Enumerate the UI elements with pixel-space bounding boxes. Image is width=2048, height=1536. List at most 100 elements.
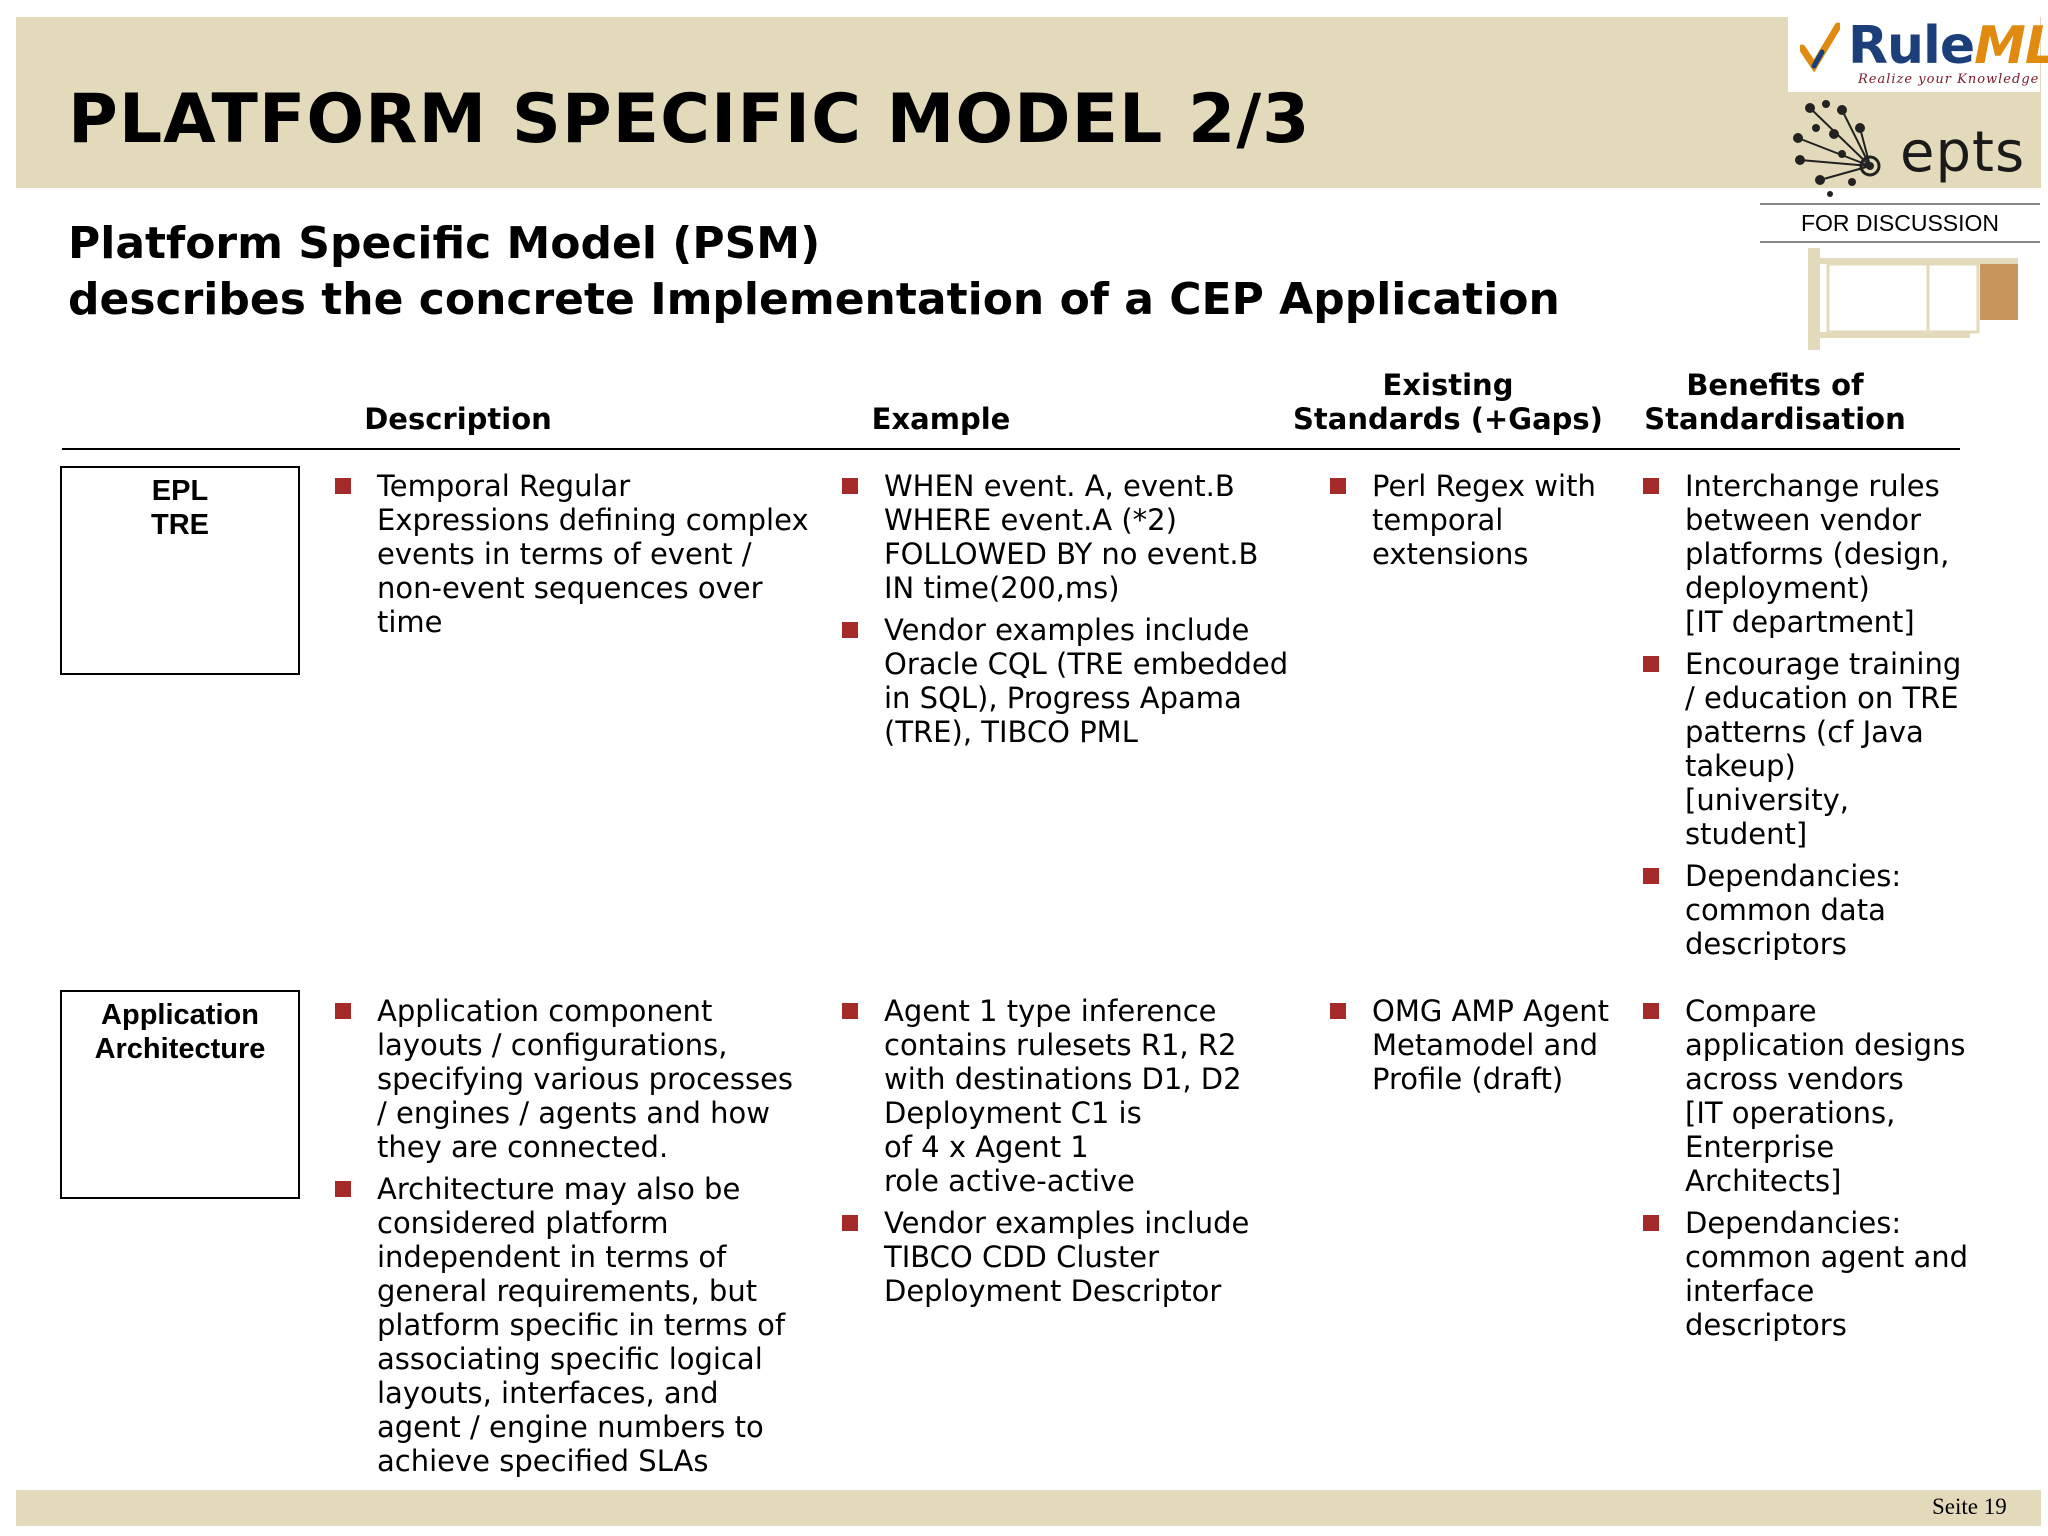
bullet-square-icon xyxy=(842,478,858,494)
bullet-text-line: with destinations D1, D2 xyxy=(884,1062,1242,1096)
subtitle-line-2: describes the concrete Implementation of… xyxy=(68,274,1560,325)
column-header-standards: Existing Standards (+Gaps) xyxy=(1293,368,1603,436)
bullet-text-line: Metamodel and xyxy=(1372,1028,1599,1062)
bullet-text-line: Expressions defining complex xyxy=(377,503,809,537)
bullet-text-line: temporal xyxy=(1372,503,1504,537)
bullet-square-icon xyxy=(1643,868,1659,884)
bullet-text-line: student] xyxy=(1685,817,1808,851)
bullet-square-icon xyxy=(1643,478,1659,494)
bullet-text-line: / engines / agents and how xyxy=(377,1096,770,1130)
bullet-text-line: general requirements, but xyxy=(377,1274,758,1308)
bullet-text-line: extensions xyxy=(1372,537,1529,571)
page-title: PLATFORM SPECIFIC MODEL 2/3 xyxy=(68,80,1311,159)
bullet-text-line: Vendor examples include xyxy=(884,1206,1250,1240)
bullet-text-line: WHEN event. A, event.B xyxy=(884,469,1235,503)
bullet-square-icon xyxy=(1643,1003,1659,1019)
slide-layout-icon xyxy=(1808,248,2018,350)
ruleml-wordmark: RuleML xyxy=(1848,16,2048,76)
bullet-square-icon xyxy=(842,1215,858,1231)
bullet-text-line: non-event sequences over xyxy=(377,571,763,605)
bullet-text-line: OMG AMP Agent xyxy=(1372,994,1609,1028)
epts-network-icon xyxy=(1793,100,1881,197)
bullet-square-icon xyxy=(842,1003,858,1019)
bullet-text-line: contains rulesets R1, R2 xyxy=(884,1028,1237,1062)
bullet-text-line: Agent 1 type inference xyxy=(884,994,1217,1028)
bullet-text-line: IN time(200,ms) xyxy=(884,571,1120,605)
bullet-square-icon xyxy=(1643,656,1659,672)
bullet-text-line: [university, xyxy=(1685,783,1849,817)
bullet-text-line: Encourage training xyxy=(1685,647,1962,681)
bullet-text-line: TIBCO CDD Cluster xyxy=(884,1240,1160,1274)
bullet-text-line: specifying various processes xyxy=(377,1062,794,1096)
bullet-text-line: events in terms of event / xyxy=(377,537,752,571)
bullet-text-line: Perl Regex with xyxy=(1372,469,1596,503)
row-label-application-architecture: Application Architecture xyxy=(60,990,300,1199)
bullet-text-line: independent in terms of xyxy=(377,1240,727,1274)
column-header-description: Description xyxy=(364,402,552,436)
row-label-epl-tre: EPL TRE xyxy=(60,466,300,675)
bullet-text-line: platforms (design, xyxy=(1685,537,1950,571)
column-header-benefits: Benefits of Standardisation xyxy=(1644,368,1906,436)
bullet-text-line: achieve specified SLAs xyxy=(377,1444,709,1478)
bullet-text-line: patterns (cf Java xyxy=(1685,715,1924,749)
bullet-text-line: Architecture may also be xyxy=(377,1172,741,1206)
bullet-text-line: Compare xyxy=(1685,994,1817,1028)
bullet-text-line: layouts / configurations, xyxy=(377,1028,728,1062)
bullet-text-line: between vendor xyxy=(1685,503,1922,537)
bullet-text-line: time xyxy=(377,605,443,639)
bullet-text-line: Temporal Regular xyxy=(377,469,631,503)
bullet-text-line: deployment) xyxy=(1685,571,1870,605)
bullet-text-line: [IT department] xyxy=(1685,605,1915,639)
bullet-text-line: associating specific logical xyxy=(377,1342,763,1376)
bullet-square-icon xyxy=(1330,478,1346,494)
bullet-text-line: platform specific in terms of xyxy=(377,1308,786,1342)
bullet-text-line: (TRE), TIBCO PML xyxy=(884,715,1138,749)
bullet-text-line: takeup) xyxy=(1685,749,1796,783)
bullet-text-line: [IT operations, xyxy=(1685,1096,1896,1130)
bullet-text-line: in SQL), Progress Apama xyxy=(884,681,1242,715)
bullet-text-line: layouts, interfaces, and xyxy=(377,1376,719,1410)
footer-band xyxy=(16,1490,2041,1526)
bullet-text-line: Dependancies: xyxy=(1685,1206,1902,1240)
bullet-text-line: agent / engine numbers to xyxy=(377,1410,764,1444)
bullet-text-line: Dependancies: xyxy=(1685,859,1902,893)
bullet-text-line: interface xyxy=(1685,1274,1815,1308)
bullet-text-line: WHERE event.A (*2) xyxy=(884,503,1177,537)
subtitle-line-1: Platform Specific Model (PSM) xyxy=(68,218,821,269)
header-band xyxy=(16,17,2041,188)
ruleml-check-icon xyxy=(1800,22,1840,73)
bullet-text-line: descriptors xyxy=(1685,1308,1847,1342)
for-discussion-label: FOR DISCUSSION xyxy=(1760,203,2040,243)
epts-wordmark: epts xyxy=(1900,120,2026,185)
bullet-square-icon xyxy=(842,622,858,638)
bullet-text-line: Deployment C1 is xyxy=(884,1096,1142,1130)
epts-logo: epts xyxy=(1790,98,2030,198)
bullet-text-line: / education on TRE xyxy=(1685,681,1959,715)
column-header-example: Example xyxy=(871,402,1011,436)
page-number: Seite 19 xyxy=(1932,1494,2007,1519)
bullet-text-line: of 4 x Agent 1 xyxy=(884,1130,1089,1164)
bullet-text-line: Profile (draft) xyxy=(1372,1062,1564,1096)
bullet-text-line: across vendors xyxy=(1685,1062,1904,1096)
bullet-text-line: Vendor examples include xyxy=(884,613,1250,647)
ruleml-tagline: Realize your Knowledge xyxy=(1858,72,2040,87)
bullet-text-line: Architects] xyxy=(1685,1164,1842,1198)
bullet-text-line: they are connected. xyxy=(377,1130,669,1164)
bullet-text-line: application designs xyxy=(1685,1028,1966,1062)
